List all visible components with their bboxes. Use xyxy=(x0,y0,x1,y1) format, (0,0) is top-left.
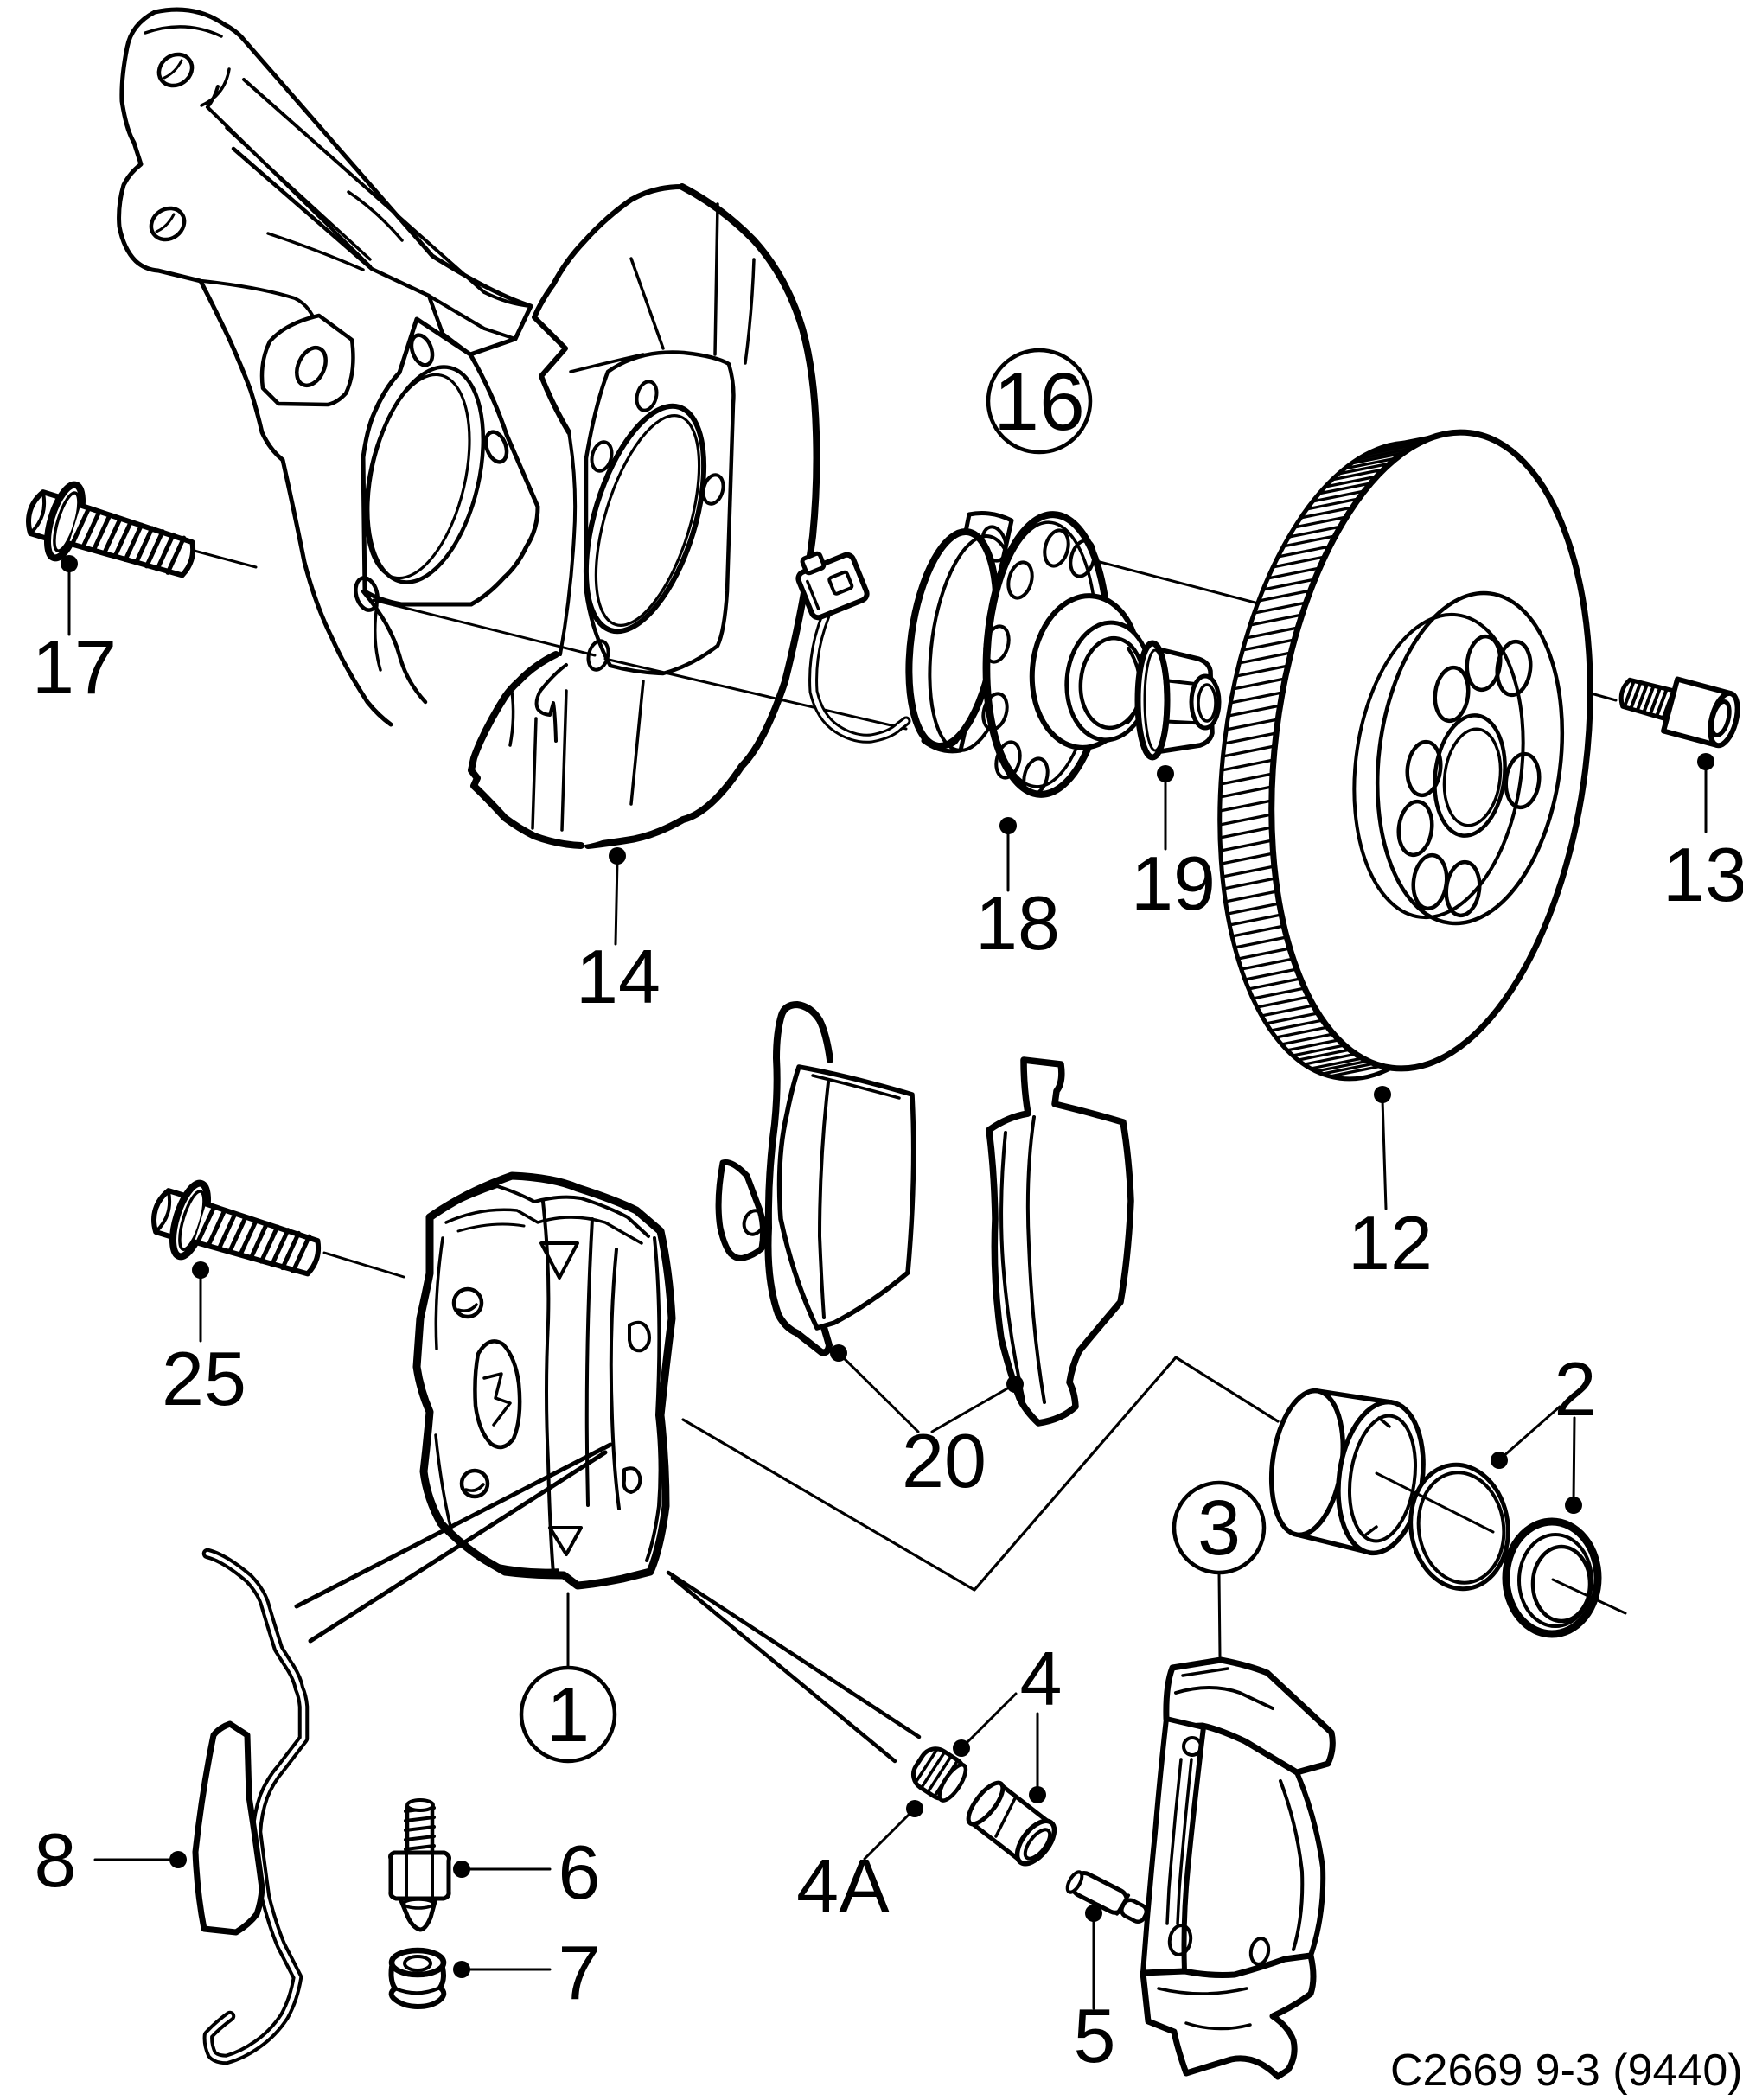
svg-text:7: 7 xyxy=(559,1930,601,2015)
svg-text:6: 6 xyxy=(559,1829,601,1915)
svg-text:12: 12 xyxy=(1348,1200,1433,1286)
svg-text:14: 14 xyxy=(576,934,661,1019)
svg-text:20: 20 xyxy=(902,1418,986,1503)
svg-text:13: 13 xyxy=(1663,832,1743,917)
svg-text:3: 3 xyxy=(1197,1485,1241,1572)
svg-text:1: 1 xyxy=(546,1672,590,1759)
svg-text:17: 17 xyxy=(32,624,117,710)
svg-text:4: 4 xyxy=(1020,1636,1063,1721)
svg-text:19: 19 xyxy=(1131,840,1216,926)
svg-text:5: 5 xyxy=(1074,1993,1116,2078)
svg-text:C2669 9-3 (9440): C2669 9-3 (9440) xyxy=(1390,2046,1743,2096)
svg-text:16: 16 xyxy=(993,356,1085,448)
svg-text:4A: 4A xyxy=(796,1843,890,1929)
svg-text:18: 18 xyxy=(975,880,1060,966)
svg-text:25: 25 xyxy=(162,1336,246,1421)
svg-text:8: 8 xyxy=(35,1817,77,1903)
